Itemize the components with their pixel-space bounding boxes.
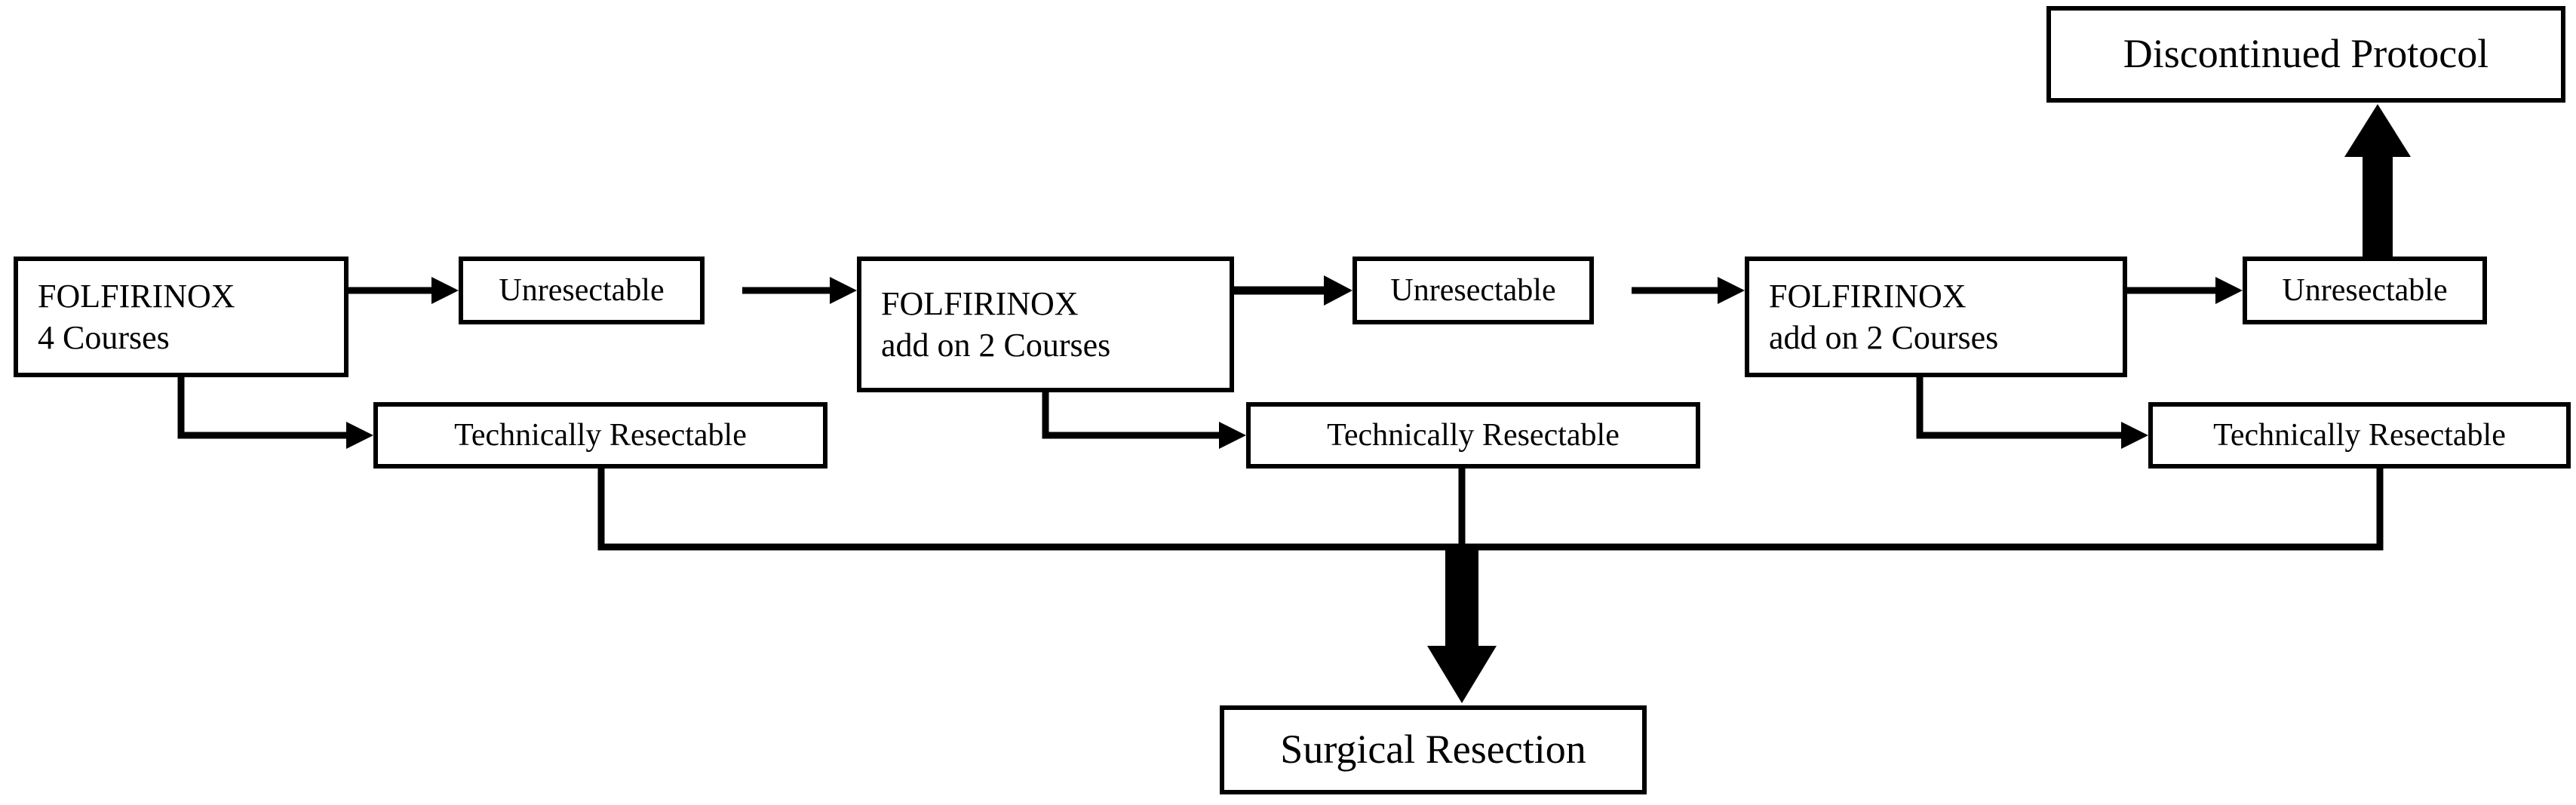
node-folfirinox-add-on-2[interactable]: FOLFIRINOX add on 2 Courses [1745,257,2127,377]
node-discontinued-protocol[interactable]: Discontinued Protocol [2046,6,2565,103]
node-unresectable-1[interactable]: Unresectable [459,257,705,324]
node-label-technically-resectable-1: Technically Resectable [454,417,747,453]
node-label-discontinued-protocol: Discontinued Protocol [2123,31,2489,77]
node-technically-resectable-2[interactable]: Technically Resectable [1246,402,1700,469]
node-label-unresectable-1: Unresectable [499,272,665,308]
node-label-folfirinox-4-courses: FOLFIRINOX 4 Courses [38,278,235,356]
node-technically-resectable-3[interactable]: Technically Resectable [2148,402,2571,469]
edge-unresectable1-to-folfirinox2 [742,277,857,304]
node-label-unresectable-2: Unresectable [1390,272,1556,308]
node-label-technically-resectable-3: Technically Resectable [2213,417,2506,453]
edge-unresectable2-to-folfirinox3 [1632,277,1745,304]
edge-collector-to-surgical-resection [1427,545,1497,703]
node-unresectable-2[interactable]: Unresectable [1352,257,1594,324]
edge-folfirinox2-to-resectable2 [1042,392,1246,449]
node-technically-resectable-1[interactable]: Technically Resectable [373,402,827,469]
node-label-unresectable-3: Unresectable [2282,272,2448,308]
edge-resectable1-to-collector [597,469,1462,551]
node-unresectable-3[interactable]: Unresectable [2243,257,2487,324]
edge-resectable3-to-collector [1462,469,2384,551]
edge-folfirinox1-to-unresectable1 [348,277,459,304]
node-folfirinox-4-courses[interactable]: FOLFIRINOX 4 Courses [14,257,348,377]
edge-folfirinox1-to-resectable1 [177,377,373,449]
node-surgical-resection[interactable]: Surgical Resection [1220,705,1647,794]
edge-folfirinox3-to-resectable3 [1916,377,2148,449]
node-folfirinox-add-on-1[interactable]: FOLFIRINOX add on 2 Courses [857,257,1234,392]
node-label-folfirinox-add-on-2: FOLFIRINOX add on 2 Courses [1769,278,1999,356]
node-label-technically-resectable-2: Technically Resectable [1327,417,1620,453]
node-label-surgical-resection: Surgical Resection [1280,727,1586,773]
node-label-folfirinox-add-on-1: FOLFIRINOX add on 2 Courses [881,285,1111,364]
edge-folfirinox2-to-unresectable2 [1234,275,1352,306]
edge-unresectable3-to-discontinued [2344,104,2411,260]
edge-folfirinox3-to-unresectable3 [2127,277,2243,304]
